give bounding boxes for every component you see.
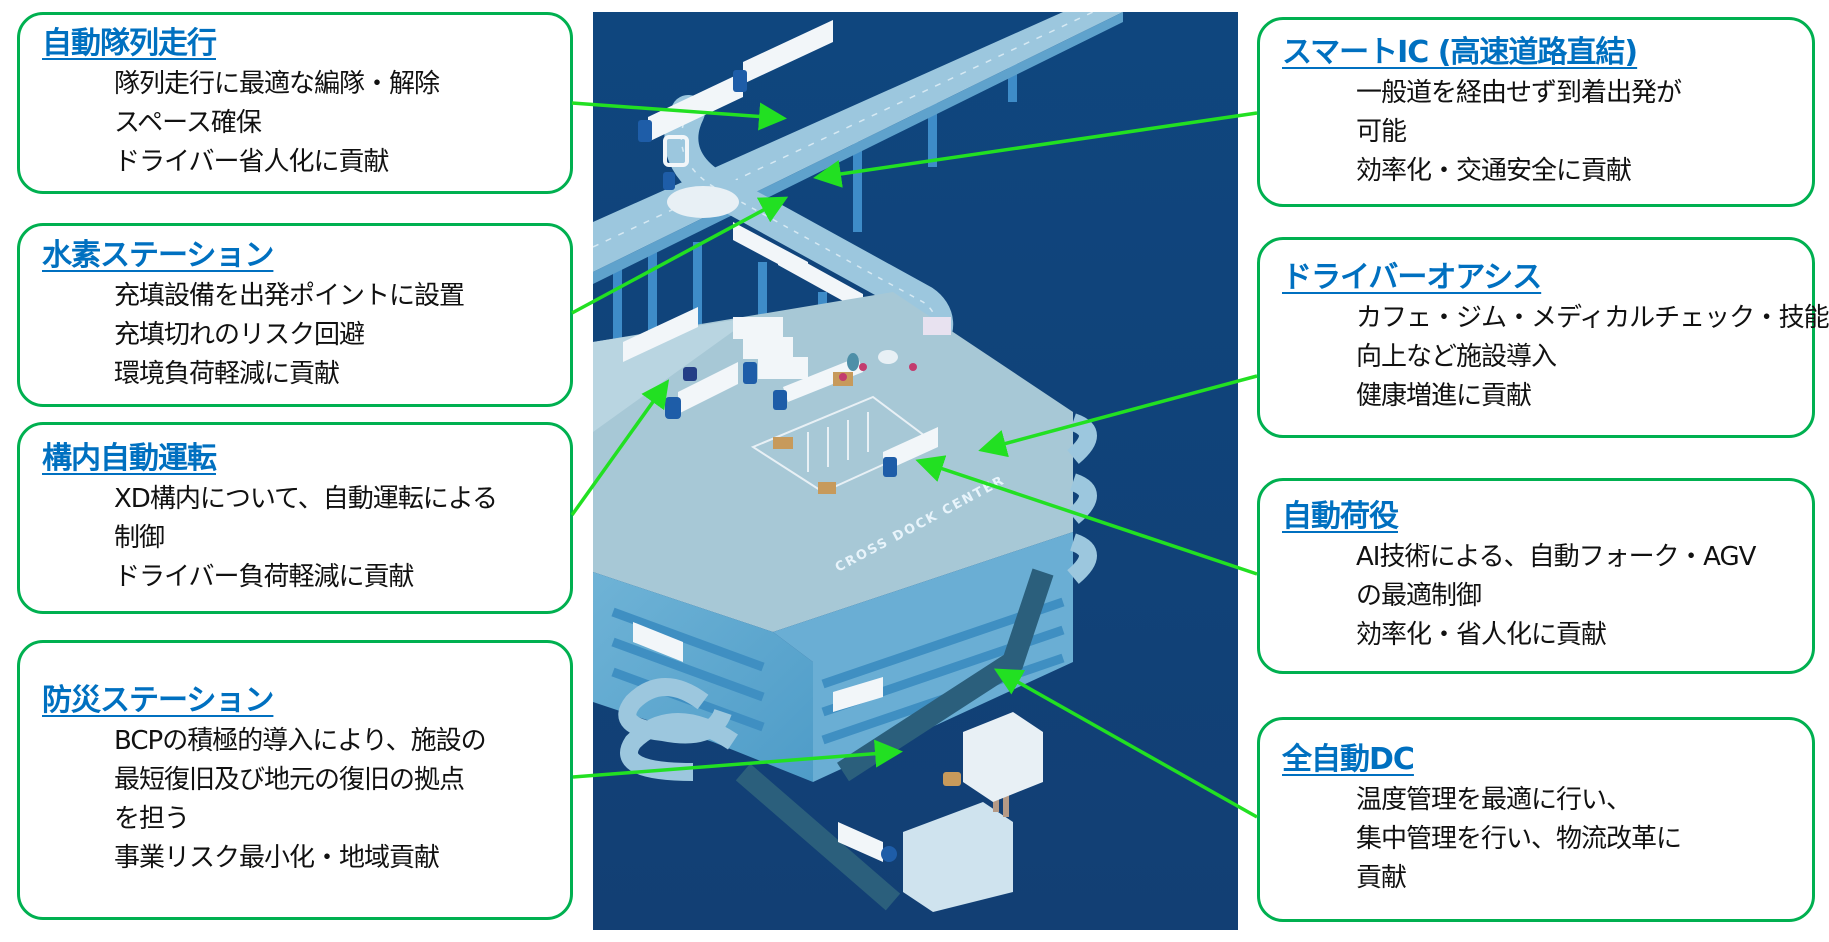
callout-line: ドライバー省人化に貢献: [114, 146, 389, 177]
callout-title: 構内自動運転: [42, 440, 217, 476]
callout-line: 環境負荷軽減に貢献: [114, 358, 340, 389]
callout-body: XD構内について、自動運転による 制御 ドライバー負荷軽減に貢献: [42, 480, 560, 597]
callout-body: 温度管理を最適に行い、 集中管理を行い、物流改革に 貢献: [1282, 781, 1802, 898]
callout-title: 防災ステーション: [42, 683, 274, 718]
callout-line: 制御: [114, 522, 165, 553]
ground-road: [735, 568, 1054, 911]
callout-line: BCPの積極的導入により、施設の: [114, 726, 487, 756]
callout-title: 自動荷役: [1282, 498, 1399, 534]
callout-driver-oasis: ドライバーオアシス カフェ・ジム・メディカルチェック・技能 向上など施設導入 健…: [1257, 237, 1829, 438]
callout-line: の最適制御: [1356, 580, 1482, 611]
callout-line: 健康増進に貢献: [1356, 381, 1532, 411]
callout-line: 向上など施設導入: [1356, 342, 1557, 372]
callout-line: 可能: [1356, 116, 1407, 147]
callout-fully-automated-dc: 全自動DC 温度管理を最適に行い、 集中管理を行い、物流改革に 貢献: [1257, 717, 1815, 922]
callout-body: BCPの積極的導入により、施設の 最短復旧及び地元の復旧の拠点 を担う 事業リス…: [42, 722, 560, 878]
callout-body: 一般道を経由せず到着出発が 可能 効率化・交通安全に貢献: [1282, 74, 1802, 191]
callout-platooning: 自動隊列走行 隊列走行に最適な編隊・解除 スペース確保 ドライバー省人化に貢献: [17, 12, 573, 194]
callout-smart-ic: スマートIC (高速道路直結) 一般道を経由せず到着出発が 可能 効率化・交通安…: [1257, 17, 1815, 207]
callout-line: 効率化・交通安全に貢献: [1356, 155, 1632, 186]
callout-title: ドライバーオアシス: [1282, 260, 1542, 295]
callout-hydrogen-station: 水素ステーション 充填設備を出発ポイントに設置 充填切れのリスク回避 環境負荷軽…: [17, 223, 573, 407]
callout-line: 事業リスク最小化・地域貢献: [114, 843, 440, 873]
callout-line: カフェ・ジム・メディカルチェック・技能: [1356, 303, 1829, 333]
callout-title: スマートIC (高速道路直結): [1282, 34, 1638, 70]
callout-onsite-autonomous-driving: 構内自動運転 XD構内について、自動運転による 制御 ドライバー負荷軽減に貢献: [17, 422, 573, 614]
callout-line: 最短復旧及び地元の復旧の拠点: [114, 765, 465, 795]
callout-line: AI技術による、自動フォーク・AGV: [1356, 541, 1756, 572]
callout-line: を担う: [114, 804, 190, 834]
cross-dock-center-illustration: CROSS DOCK CENTER: [593, 12, 1238, 930]
callout-line: 隊列走行に最適な編隊・解除: [114, 68, 440, 99]
callout-line: 温度管理を最適に行い、: [1356, 785, 1632, 815]
callout-line: スペース確保: [114, 107, 262, 138]
callout-line: XD構内について、自動運転による: [114, 483, 498, 514]
callout-body: 充填設備を出発ポイントに設置 充填切れのリスク回避 環境負荷軽減に貢献: [42, 277, 560, 394]
ground-trucks: [633, 622, 897, 862]
callout-automated-cargo-handling: 自動荷役 AI技術による、自動フォーク・AGV の最適制御 効率化・省人化に貢献: [1257, 478, 1815, 674]
callout-line: 充填切れのリスク回避: [114, 319, 365, 350]
yard-trucks: [623, 307, 808, 419]
callout-body: AI技術による、自動フォーク・AGV の最適制御 効率化・省人化に貢献: [1282, 538, 1802, 655]
callout-body: 隊列走行に最適な編隊・解除 スペース確保 ドライバー省人化に貢献: [42, 65, 560, 182]
callout-line: ドライバー負荷軽減に貢献: [114, 561, 414, 592]
callout-line: 効率化・省人化に貢献: [1356, 619, 1607, 650]
callout-line: 集中管理を行い、物流改革に: [1356, 824, 1682, 854]
callout-line: 一般道を経由せず到着出発が: [1356, 77, 1682, 108]
callout-title: 自動隊列走行: [42, 25, 217, 61]
callout-line: 充填設備を出発ポイントに設置: [114, 280, 465, 311]
callout-line: 貢献: [1356, 863, 1407, 893]
callout-disaster-prevention-station: 防災ステーション BCPの積極的導入により、施設の 最短復旧及び地元の復旧の拠点…: [17, 640, 573, 920]
driver-oasis-area: [839, 317, 951, 381]
callout-title: 全自動DC: [1282, 742, 1415, 777]
callout-body: カフェ・ジム・メディカルチェック・技能 向上など施設導入 健康増進に貢献: [1282, 299, 1829, 416]
automated-warehouse-area: [750, 357, 938, 494]
callout-title: 水素ステーション: [42, 237, 274, 273]
forklift: [943, 772, 961, 786]
